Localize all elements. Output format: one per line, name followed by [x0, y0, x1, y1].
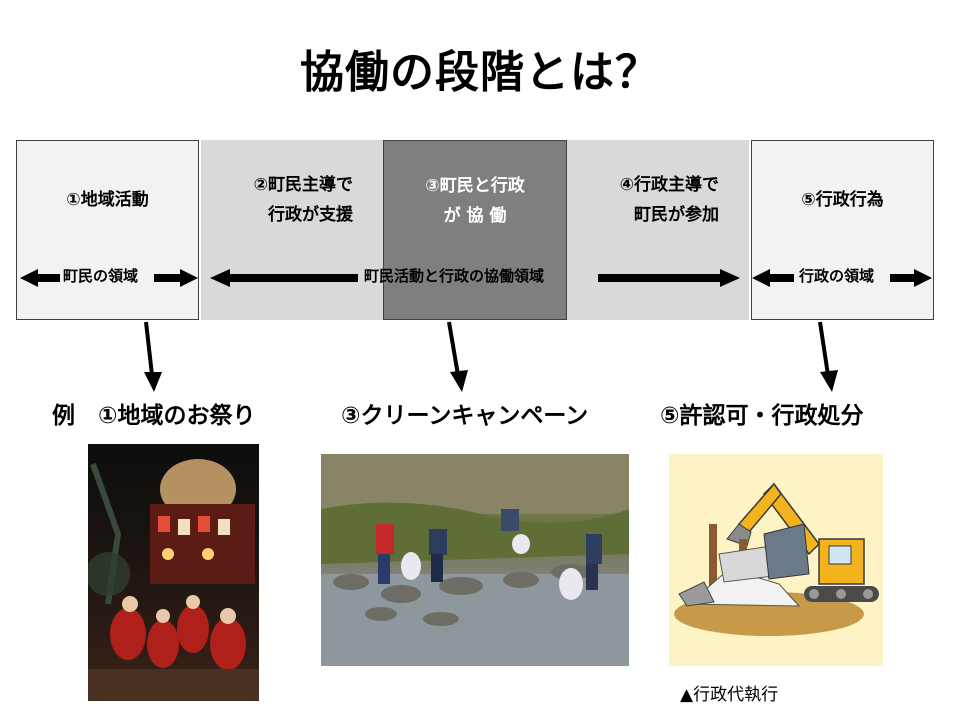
stage-1-box: ①地域活動	[16, 140, 199, 320]
collaboration-domain-label: 町民活動と行政の協働領域	[364, 267, 545, 285]
demolition-caption: ▲行政代執行	[680, 685, 779, 705]
stage-3-box: ③町民と行政 が 協 働	[383, 140, 567, 320]
stage-1-label: ①地域活動	[66, 190, 149, 210]
example-3-pointer-arrow	[447, 321, 468, 392]
example-1-pointer-arrow	[144, 321, 162, 392]
festival-photo	[88, 444, 259, 701]
stage-5-label: ⑤行政行為	[801, 190, 884, 210]
administration-domain-label: 行政の領域	[796, 265, 878, 286]
stage-5-box: ⑤行政行為	[751, 140, 934, 320]
resident-domain-label: 町民の領域	[60, 265, 142, 286]
example-5-pointer-arrow	[818, 321, 838, 392]
stage-4-box: ④行政主導で 町民が参加	[567, 140, 749, 320]
demolition-illustration	[669, 454, 883, 666]
stage-4-label: ④行政主導で 町民が参加	[619, 175, 719, 225]
stage-2-label: ②町民主導で 行政が支援	[253, 175, 353, 225]
rubble-icon	[678, 523, 810, 607]
example-5-heading: ⑤許認可・行政処分	[660, 403, 864, 429]
page-title: 協働の段階とは？	[300, 47, 660, 98]
example-3-heading: ③クリーンキャンペーン	[341, 403, 589, 429]
stage-3-label: ③町民と行政 が 協 働	[425, 176, 525, 226]
cleanup-photo	[321, 454, 629, 666]
stage-2-box: ②町民主導で 行政が支援	[201, 140, 383, 320]
example-1-heading: 例 ①地域のお祭り	[52, 403, 256, 429]
